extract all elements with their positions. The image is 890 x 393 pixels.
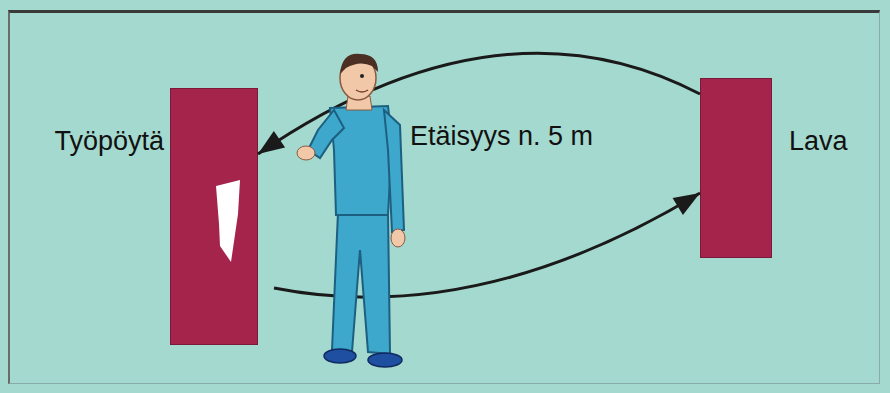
worker-mouth bbox=[356, 90, 368, 92]
box-label: Työpöytä bbox=[54, 127, 164, 157]
worker-shoe bbox=[368, 353, 402, 367]
worker-hand bbox=[391, 229, 405, 247]
worker-arm bbox=[384, 110, 404, 232]
arrow-head bbox=[258, 131, 285, 154]
workstation-box: Lava bbox=[700, 78, 772, 258]
arrow-head bbox=[673, 193, 700, 215]
worker-hand bbox=[297, 146, 315, 160]
workstation-box: Työpöytä bbox=[170, 88, 258, 345]
flow-arrow bbox=[258, 53, 700, 154]
box-label: Lava bbox=[789, 127, 848, 157]
worker-hair bbox=[340, 54, 378, 74]
flow-arrow bbox=[274, 193, 700, 297]
distance-label: Etäisyys n. 5 m bbox=[410, 122, 593, 152]
worker-shoe bbox=[324, 349, 356, 363]
worker-eye bbox=[360, 74, 364, 78]
worker-legs bbox=[332, 212, 390, 354]
